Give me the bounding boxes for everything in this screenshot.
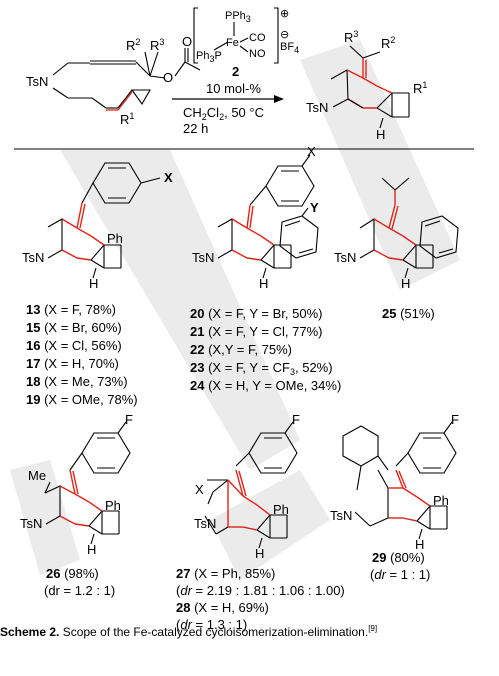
c20-entry-2: 22 (X,Y = F, 75%): [190, 342, 292, 357]
sm-r1-label: R1: [120, 111, 134, 127]
catalyst-fe: Fe: [226, 37, 239, 49]
c20-entry-0: 20 (X = F, Y = Br, 50%): [190, 306, 323, 321]
catalyst-charge-plus: ⊕: [280, 8, 289, 20]
gp-h-label: H: [376, 127, 385, 142]
structure-25: [359, 177, 459, 279]
c27-h-label: H: [255, 546, 264, 561]
c26-entry: 26 (98%): [46, 566, 99, 581]
c20-entry-3: 23 (X = F, Y = CF3, 52%): [190, 360, 333, 377]
structure-20-red: [231, 204, 275, 261]
structure-25-red: [373, 190, 417, 261]
gp-tsn-label: TsN: [306, 100, 328, 115]
sm-tsn-label: TsN: [26, 74, 48, 89]
gp-r3-label: R3: [344, 29, 358, 45]
sm-o-label: O: [163, 70, 173, 85]
structure-27: [204, 421, 298, 549]
conditions-time: 22 h: [183, 121, 208, 136]
scheme-caption: Scheme 2. Scope of the Fe-catalyzed cycl…: [0, 624, 499, 639]
c13-entry-5: 19 (X = OMe, 78%): [26, 392, 138, 407]
c28-dr: (dr = 1.3 : 1): [176, 617, 247, 632]
c13-h-label: H: [89, 276, 98, 291]
c26-ph-label: Ph: [105, 498, 121, 513]
c27-dr: (dr = 2.19 : 1.81 : 1.06 : 1.00): [176, 583, 345, 598]
c13-x-label: X: [164, 170, 173, 185]
starting-material: [52, 48, 201, 109]
structure-13: [47, 162, 161, 279]
c29-f-label: F: [451, 412, 459, 427]
c28-entry: 28 (X = H, 69%): [176, 600, 269, 615]
c25-tsn-label: TsN: [334, 250, 356, 265]
c27-tsn-label: TsN: [194, 516, 216, 531]
c27-f-label: F: [292, 412, 300, 427]
c20-x-label: X: [307, 144, 316, 159]
caption-label: Scheme 2.: [0, 625, 60, 639]
gp-r2-label: R2: [381, 35, 395, 51]
c29-ph-label: Ph: [433, 493, 449, 508]
c20-entry-4: 24 (X = H, Y = OMe, 34%): [190, 378, 341, 393]
catalyst-charge-minus: ⊖: [280, 29, 289, 41]
sm-o2-label: O: [182, 34, 192, 49]
structure-27-red: [227, 469, 271, 531]
catalyst-co: CO: [249, 32, 266, 44]
c13-entry-3: 17 (X = H, 70%): [26, 356, 119, 371]
c29-tsn-label: TsN: [330, 508, 352, 523]
generic-product: [330, 45, 410, 129]
c27-ph-label: Ph: [273, 502, 289, 517]
caption-text: Scope of the Fe-catalyzed cycloisomeriza…: [59, 625, 369, 639]
c25-entry: 25 (51%): [382, 306, 435, 321]
c20-h-label: H: [259, 276, 268, 291]
c13-entries: 13 (X = F, 78%) 15 (X = Br, 60%) 16 (X =…: [26, 302, 138, 407]
catalyst-no: NO: [249, 48, 266, 60]
sm-r3-label: R3: [150, 37, 164, 53]
catalyst-loading: 10 mol-%: [206, 81, 261, 96]
c29-h-label: H: [415, 537, 424, 552]
counterion-bf4: BF4: [280, 41, 299, 55]
c20-y-label: Y: [310, 200, 319, 215]
structure-26: [44, 421, 131, 545]
c26-h-label: H: [87, 542, 96, 557]
c13-entry-2: 16 (X = Cl, 56%): [26, 338, 122, 353]
structure-29: [342, 421, 457, 540]
structure-20: [217, 154, 319, 279]
conditions-solvent-temp: CH2Cl2, 50 °C: [183, 105, 264, 122]
structure-13-red: [61, 202, 105, 261]
structure-26-red: [59, 469, 103, 527]
c13-entry-1: 15 (X = Br, 60%): [26, 320, 122, 335]
sm-red-alkene: [106, 91, 133, 111]
c27-x-label: X: [195, 482, 204, 497]
c26-f-label: F: [125, 412, 133, 427]
c25-h-label: H: [401, 276, 410, 291]
c13-entry-4: 18 (X = Me, 73%): [26, 374, 128, 389]
c13-ph-label: Ph: [107, 231, 123, 246]
catalyst-ph3p-left: Ph3P: [196, 50, 222, 64]
c27-entry: 27 (X = Ph, 85%): [176, 566, 275, 581]
c29-entry: 29 (80%): [372, 550, 425, 565]
catalyst-number: 2: [232, 64, 239, 79]
c26-tsn-label: TsN: [20, 516, 42, 531]
c13-tsn-label: TsN: [22, 250, 44, 265]
structure-29-red: [388, 469, 431, 522]
c20-entries: 20 (X = F, Y = Br, 50%) 21 (X = F, Y = C…: [190, 306, 341, 393]
c29-dr: (dr = 1 : 1): [370, 567, 430, 582]
catalyst-brackets: [193, 7, 279, 64]
catalyst-pph3-top: PPh3: [225, 10, 251, 24]
reaction-arrow: [172, 95, 284, 103]
c20-tsn-label: TsN: [192, 250, 214, 265]
caption-ref: [9]: [368, 624, 378, 633]
c13-entry-0: 13 (X = F, 78%): [26, 302, 116, 317]
gp-fused-bond: [347, 98, 364, 109]
c26-dr: (dr = 1.2 : 1): [44, 583, 115, 598]
c26-me-label: Me: [28, 468, 46, 483]
c20-entry-1: 21 (X = F, Y = Cl, 77%): [190, 324, 322, 339]
gp-r1-label: R1: [413, 80, 427, 96]
sm-r2-label: R2: [126, 37, 140, 53]
